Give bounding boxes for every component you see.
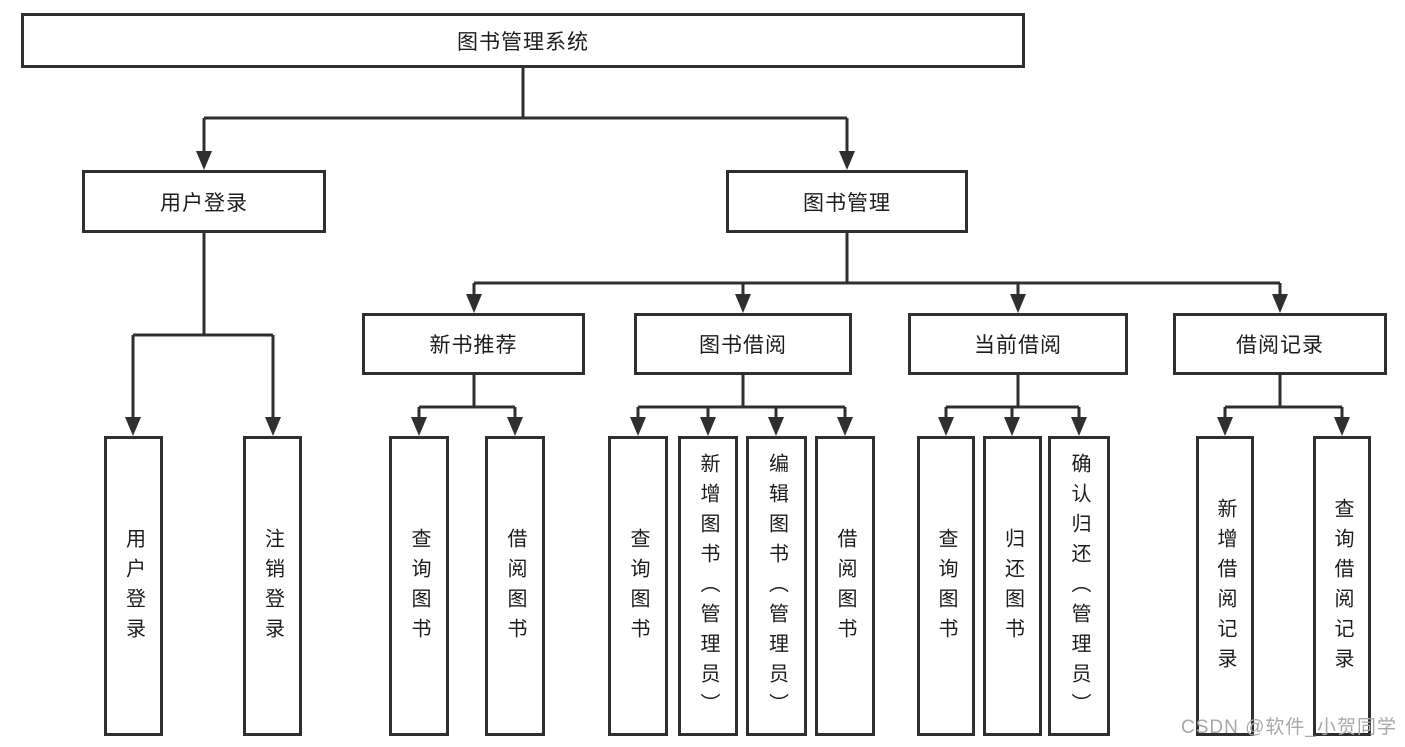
arrowheads	[125, 151, 1350, 436]
connector-bookmgmt-to-level3	[472, 233, 1282, 294]
connector-root-to-level2	[202, 68, 849, 151]
connector-records-split	[1223, 375, 1344, 417]
csdn-watermark: CSDN @软件_小贺同学	[1181, 717, 1397, 738]
connector-bookborrow-split	[636, 375, 847, 417]
leaf-confirm-return-admin: 确认归还（管理员）	[1048, 436, 1110, 736]
node-current-borrow: 当前借阅	[908, 313, 1128, 375]
leaf-query-borrow-record: 查询借阅记录	[1313, 436, 1371, 736]
node-user-login-branch: 用户登录	[82, 170, 326, 233]
leaf-borrow-books-recommend: 借阅图书	[485, 436, 545, 736]
connector-userlogin-to-leaves	[131, 233, 275, 417]
leaf-user-login: 用户登录	[104, 436, 163, 736]
leaf-add-books-admin: 新增图书（管理员）	[678, 436, 738, 736]
leaf-query-books-current: 查询图书	[917, 436, 975, 736]
leaf-edit-books-admin: 编辑图书（管理员）	[746, 436, 807, 736]
connector-newbook-split	[417, 375, 517, 417]
leaf-query-books-recommend: 查询图书	[389, 436, 449, 736]
leaf-return-books: 归还图书	[983, 436, 1042, 736]
leaf-logout: 注销登录	[243, 436, 302, 736]
node-new-book-recommend: 新书推荐	[362, 313, 585, 375]
connector-currentborrow-split	[944, 375, 1081, 417]
node-root-library-system: 图书管理系统	[21, 13, 1025, 68]
node-borrow-records: 借阅记录	[1173, 313, 1387, 375]
leaf-add-borrow-record: 新增借阅记录	[1196, 436, 1254, 736]
leaf-query-books-borrow: 查询图书	[608, 436, 668, 736]
node-book-management-branch: 图书管理	[726, 170, 968, 233]
leaf-borrow-books: 借阅图书	[815, 436, 875, 736]
node-book-borrow: 图书借阅	[634, 313, 852, 375]
